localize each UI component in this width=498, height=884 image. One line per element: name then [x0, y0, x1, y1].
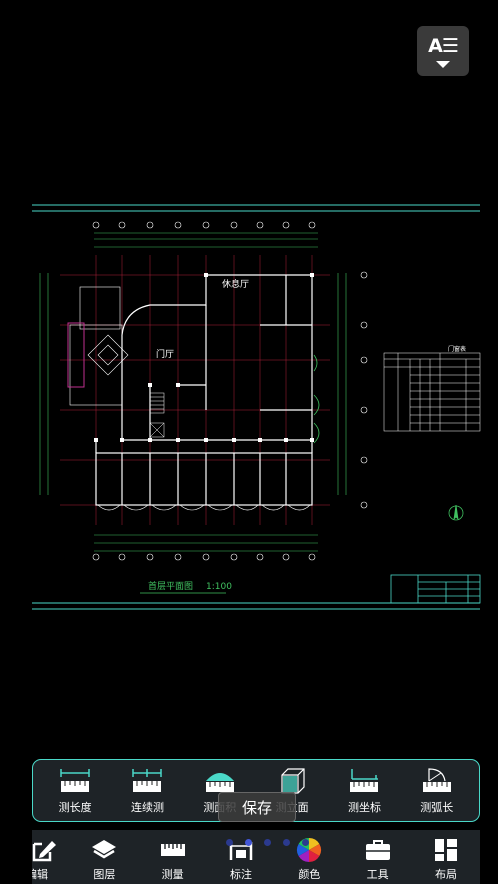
- nav-label: 标注: [229, 868, 252, 881]
- nav-layout[interactable]: 布局: [416, 830, 476, 884]
- room-label-hall: 门厅: [156, 348, 174, 360]
- nav-label: 编辑: [32, 868, 48, 881]
- page-dot: [264, 839, 271, 846]
- tool-label: 测长度: [58, 800, 92, 814]
- nav-measure[interactable]: 测量: [143, 830, 203, 884]
- measure-length-tool[interactable]: 测长度: [42, 767, 108, 815]
- axis-grid: [60, 255, 330, 525]
- stairs: [149, 392, 165, 438]
- nav-layers[interactable]: 图层: [74, 830, 134, 884]
- text-style-icon: A☰: [428, 34, 459, 57]
- door-table-title: 门窗表: [448, 345, 466, 353]
- toolbox-icon: [365, 840, 390, 860]
- dimension-lines-top: [39, 232, 347, 552]
- bottom-nav-bar: 编辑 图层 测量 标注 颜色: [32, 830, 480, 884]
- measure-arc-length-tool[interactable]: 测弧长: [404, 767, 470, 815]
- door-window-table: [383, 352, 481, 432]
- nav-edit[interactable]: 编辑: [32, 830, 66, 884]
- save-button[interactable]: 保存: [218, 792, 296, 822]
- plan-title: 首层平面图: [148, 580, 193, 592]
- cad-drawing-canvas[interactable]: 休息厅 门厅 门窗表 首层平面图 1:100: [0, 195, 498, 625]
- layout-icon: [434, 839, 457, 861]
- arc-length-icon: [422, 767, 451, 792]
- measure-continuous-tool[interactable]: 连续测: [114, 767, 180, 815]
- nav-label: 布局: [434, 868, 457, 881]
- facade-arcs: [97, 504, 311, 511]
- magenta-outline: [67, 322, 85, 388]
- north-arrow-icon: [448, 504, 464, 521]
- axis-bubbles: [92, 221, 368, 561]
- ruler-length-icon: [60, 768, 90, 792]
- caret-down-icon: [436, 60, 450, 68]
- nav-label: 颜色: [298, 868, 321, 881]
- nav-tools[interactable]: 工具: [348, 830, 408, 884]
- page-dot: [302, 839, 309, 846]
- title-block: [390, 574, 481, 604]
- nav-label: 工具: [366, 868, 389, 881]
- page-dot-active: [245, 839, 252, 846]
- side-elements: [313, 354, 320, 444]
- area-icon: [205, 772, 234, 792]
- elevation-icon: [281, 767, 305, 794]
- layers-icon: [92, 840, 117, 859]
- nav-annotate[interactable]: 标注: [211, 830, 271, 884]
- measure-icon: [160, 844, 185, 856]
- measure-coordinate-tool[interactable]: 测坐标: [331, 767, 397, 815]
- ruler-continuous-icon: [132, 768, 163, 792]
- text-style-button[interactable]: A☰: [417, 26, 469, 76]
- entrance-canopy: [69, 286, 129, 406]
- page-indicator: [226, 839, 309, 846]
- tool-label: 连续测: [130, 800, 164, 814]
- page-dot: [226, 839, 233, 846]
- edit-icon: [32, 841, 56, 862]
- nav-label: 测量: [161, 868, 184, 881]
- nav-label: 图层: [93, 868, 116, 881]
- columns: [94, 273, 314, 442]
- page-dot: [283, 839, 290, 846]
- room-label-rest: 休息厅: [222, 278, 249, 290]
- plan-scale: 1:100: [206, 582, 232, 592]
- tool-label: 测弧长: [420, 800, 454, 814]
- coordinate-icon: [350, 768, 379, 792]
- walls: [95, 274, 313, 506]
- tool-label: 测坐标: [347, 800, 381, 814]
